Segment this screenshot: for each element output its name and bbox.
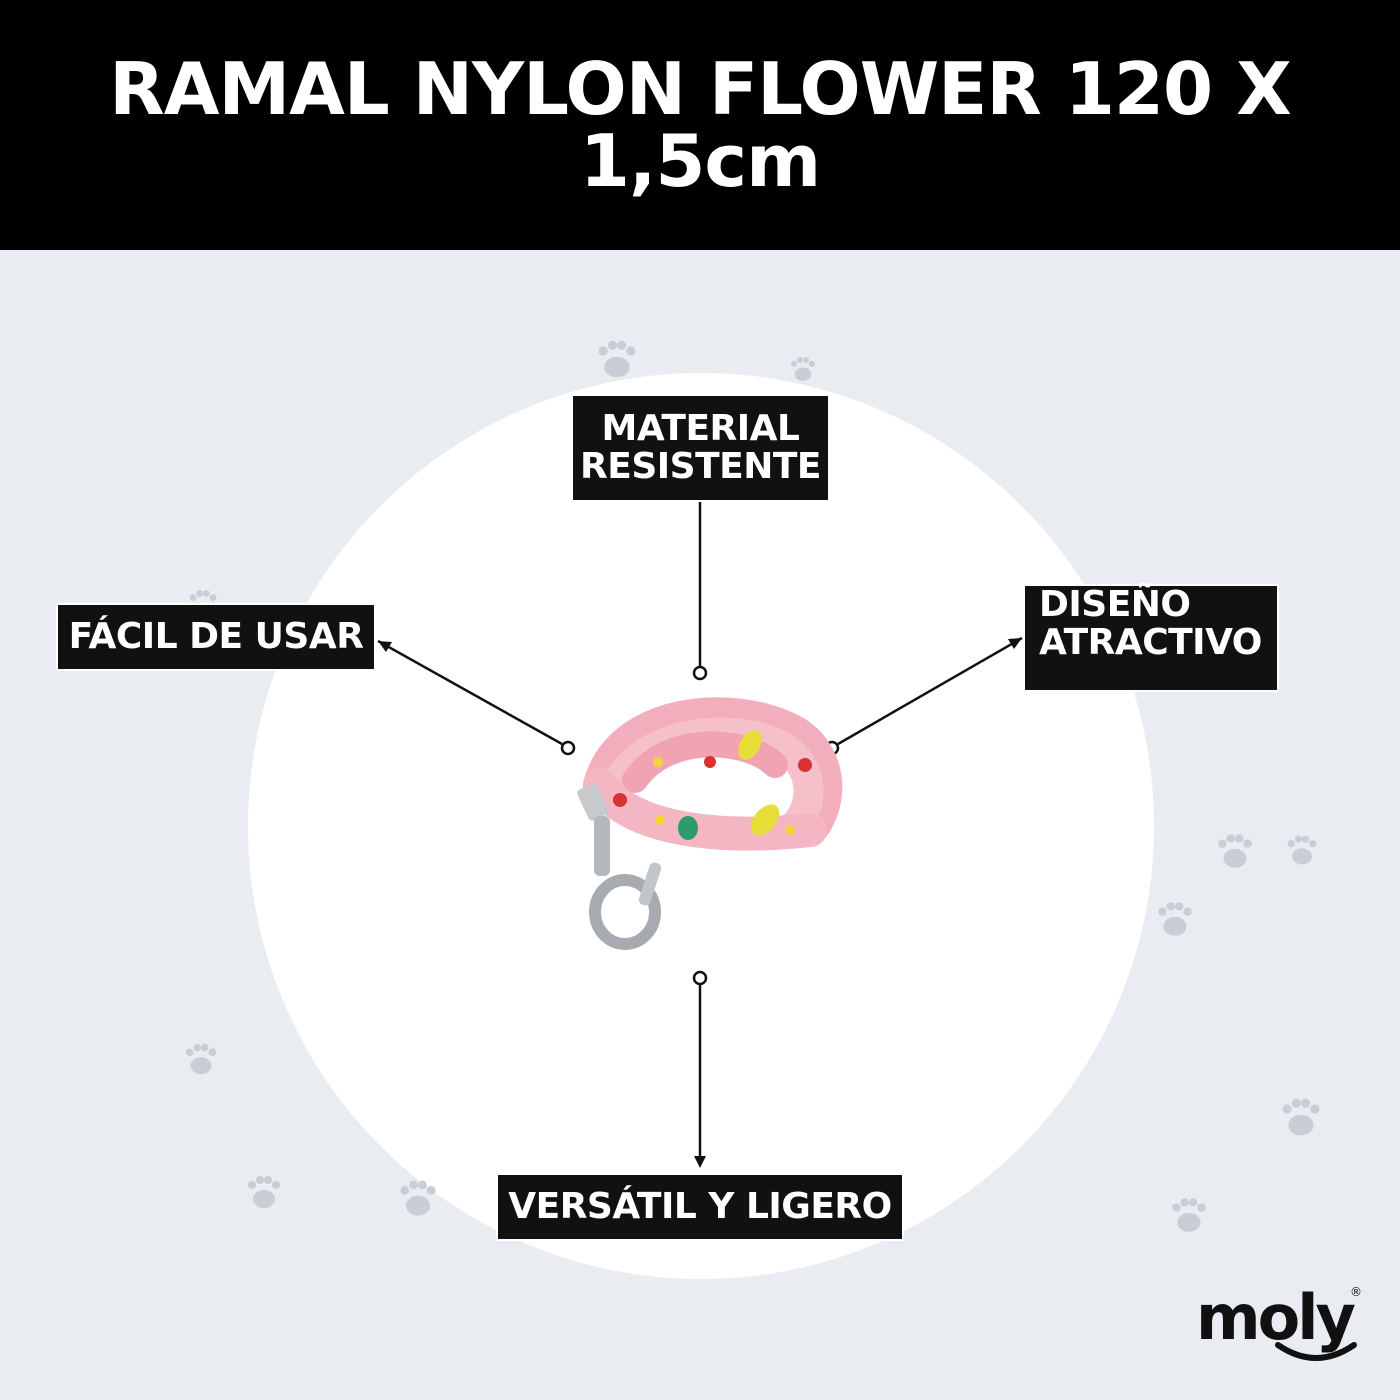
- paw-print-icon: [788, 354, 818, 384]
- paw-print-icon: [1154, 898, 1196, 940]
- smile-icon: [1275, 1342, 1357, 1361]
- label-facil-de-usar: FÁCIL DE USAR: [56, 603, 376, 671]
- paw-print-icon: [396, 1176, 440, 1220]
- pink-leash-product-image: [577, 697, 843, 950]
- paw-print-icon: [182, 1040, 220, 1078]
- label-text-line: RESISTENTE: [580, 446, 822, 487]
- paw-print-icon: [594, 336, 640, 382]
- paw-print-icon: [1214, 830, 1256, 872]
- label-diseno-atractivo: DISEÑO ATRACTIVO: [1023, 584, 1279, 692]
- brand-name: moly: [1196, 1281, 1356, 1354]
- paw-print-icon: [244, 1172, 284, 1212]
- label-text: FÁCIL DE USAR: [68, 616, 364, 657]
- paw-print-icon: [186, 586, 220, 606]
- brand-logo: moly ®: [1196, 1283, 1376, 1378]
- page-title: RAMAL NYLON FLOWER 120 X 1,5cm: [109, 47, 1291, 203]
- header-banner: RAMAL NYLON FLOWER 120 X 1,5cm: [0, 0, 1400, 250]
- label-text-line: DISEÑO: [1039, 584, 1191, 625]
- label-text: VERSÁTIL Y LIGERO: [508, 1186, 892, 1227]
- label-material-resistente: MATERIAL RESISTENTE: [571, 394, 830, 502]
- registered-mark-icon: ®: [1350, 1285, 1362, 1299]
- paw-print-icon: [1168, 1194, 1210, 1236]
- label-versatil-y-ligero: VERSÁTIL Y LIGERO: [496, 1173, 904, 1241]
- paw-print-icon: [1278, 1094, 1324, 1140]
- label-text-line: ATRACTIVO: [1039, 622, 1262, 663]
- label-text-line: MATERIAL: [601, 408, 800, 449]
- paw-print-icon: [1284, 832, 1320, 868]
